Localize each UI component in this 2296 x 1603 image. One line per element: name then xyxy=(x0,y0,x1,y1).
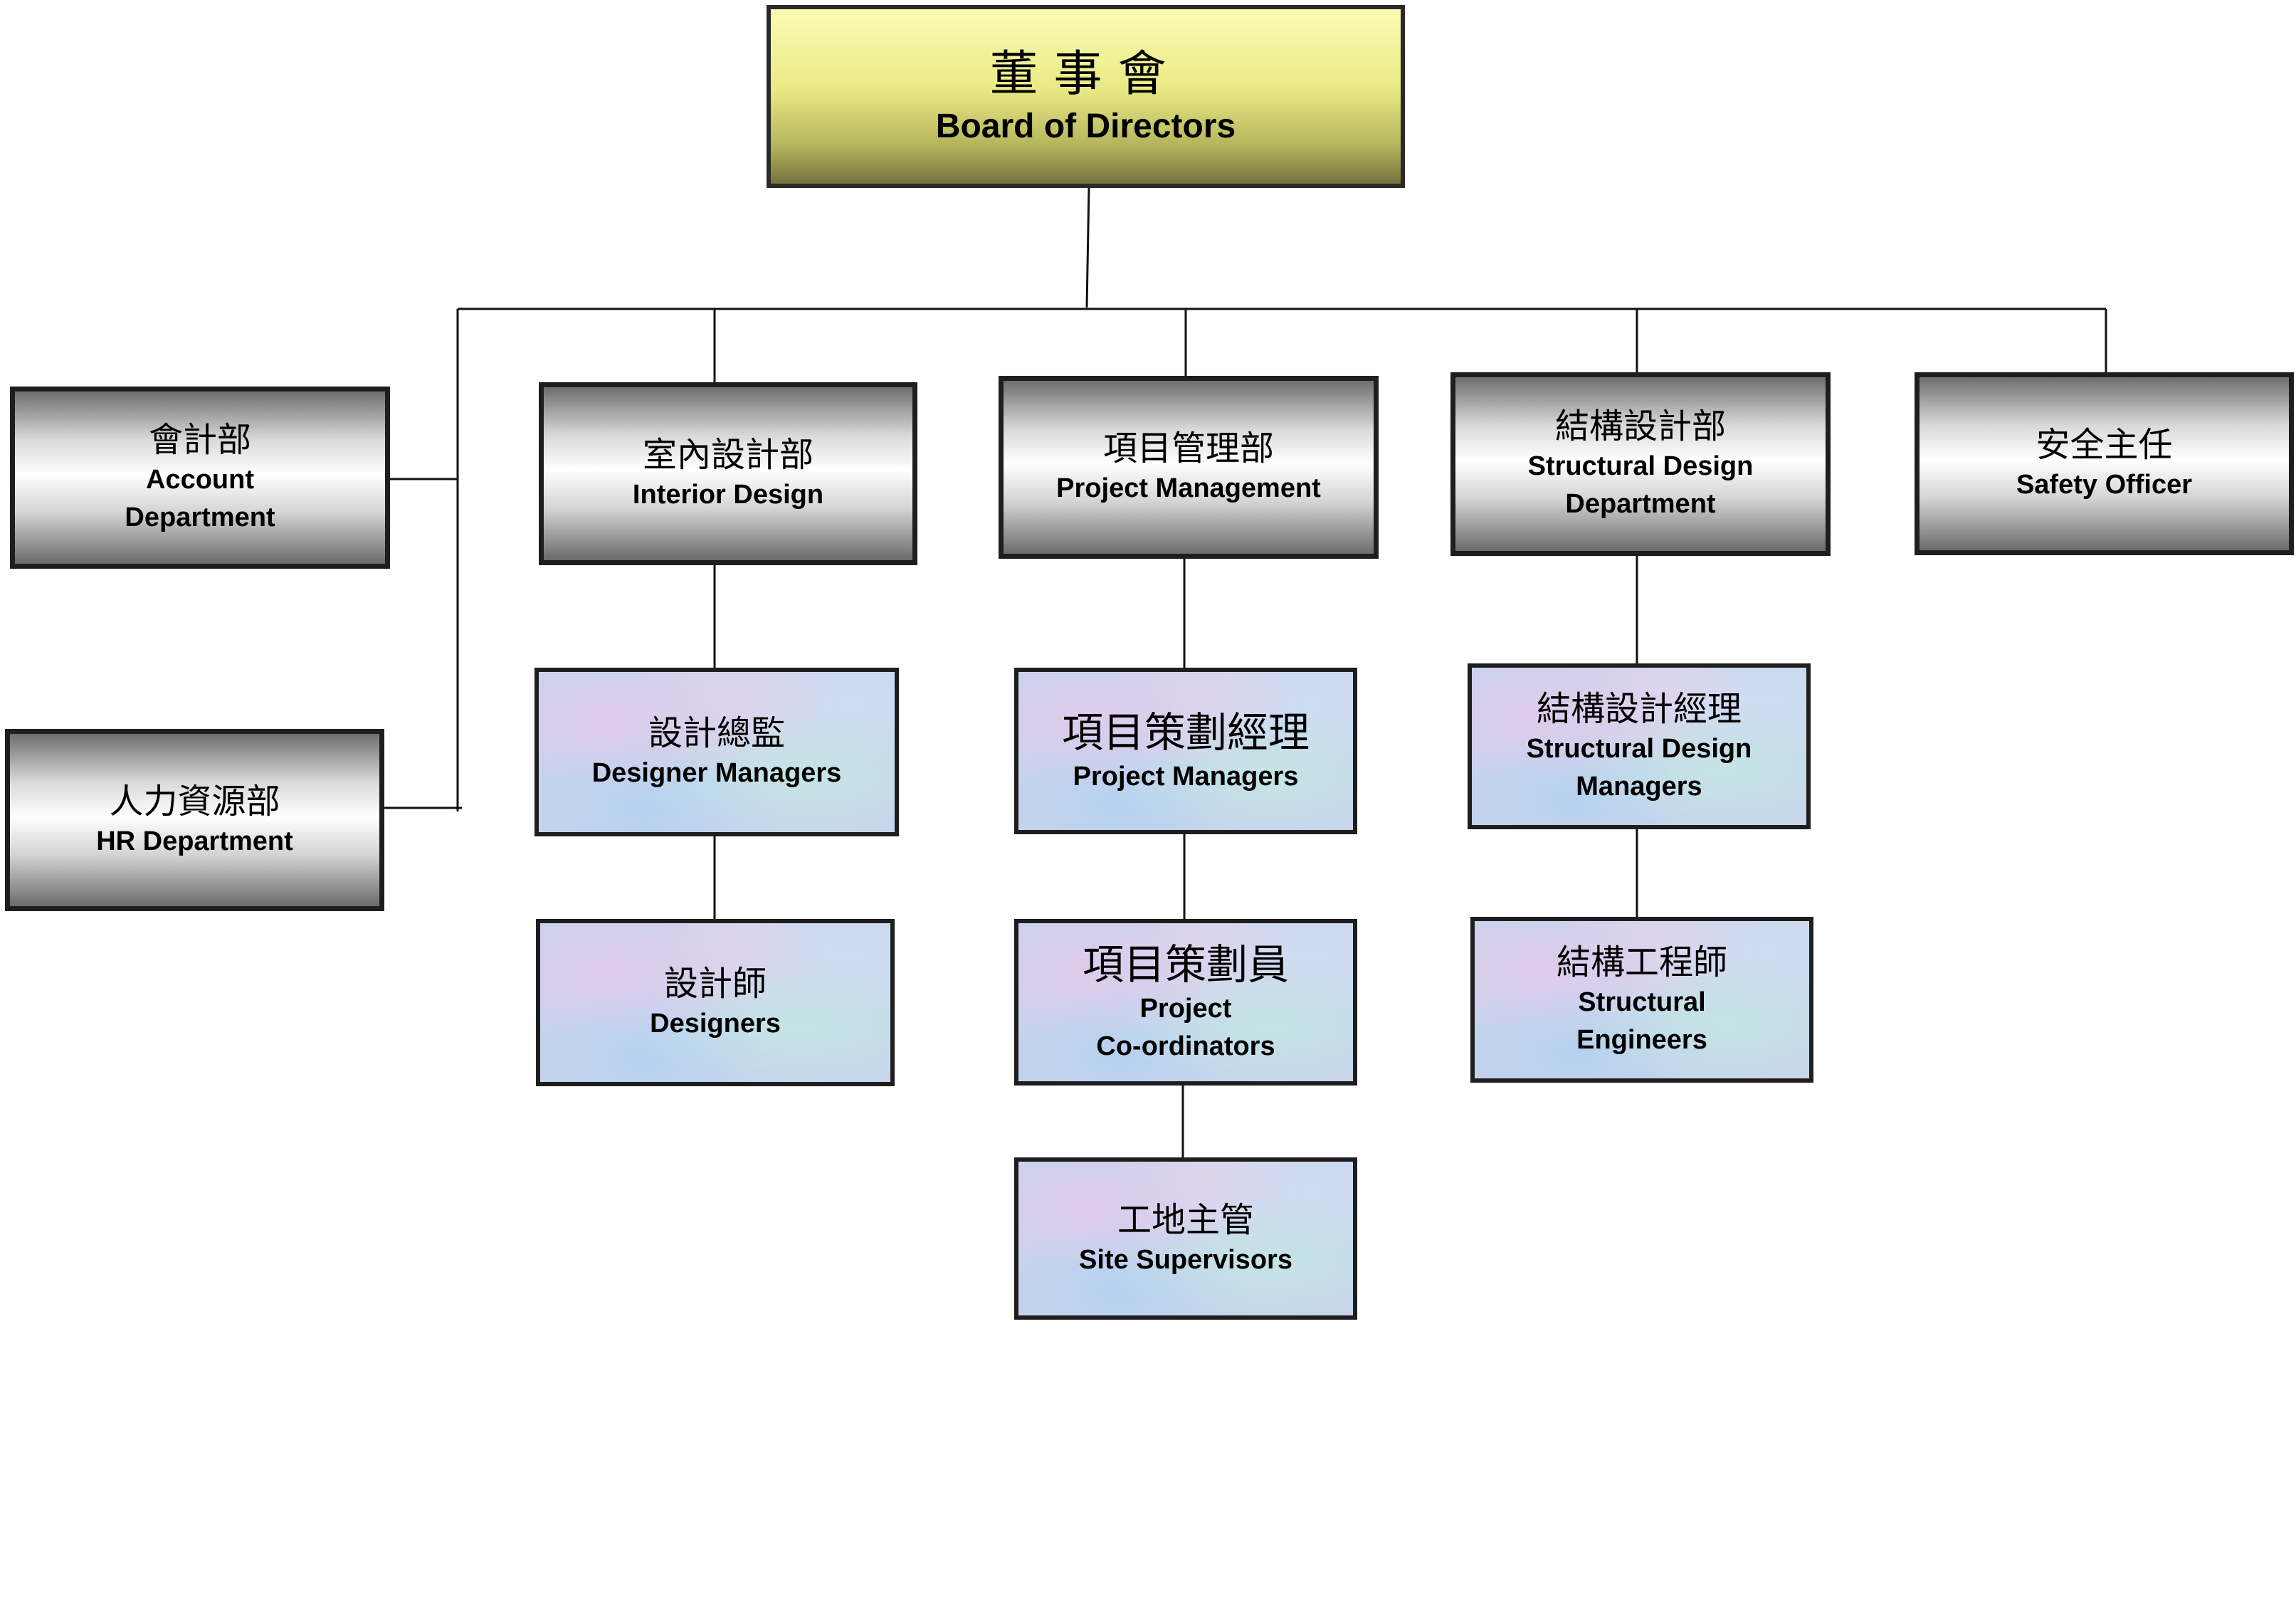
site-supervisors-en-label: Site Supervisors xyxy=(1079,1244,1292,1275)
hr-department-box: 人力資源部 HR Department xyxy=(5,729,384,911)
project-managers-en-label: Project Managers xyxy=(1073,761,1299,792)
structural-engineers-en-label: Structural Engineers xyxy=(1576,987,1707,1055)
structural-design-managers-box: 結構設計經理 Structural Design Managers xyxy=(1468,663,1811,829)
project-management-en-label: Project Management xyxy=(1056,473,1321,503)
project-managers-zh-label: 項目策劃經理 xyxy=(1061,708,1310,757)
structural-design-managers-zh-label: 結構設計經理 xyxy=(1536,688,1742,729)
structural-design-department-zh-label: 結構設計部 xyxy=(1554,406,1726,446)
designer-managers-en-label: Designer Managers xyxy=(591,758,842,788)
structural-design-department-en-label: Structural Design Department xyxy=(1527,451,1754,519)
interior-design-en-label: Interior Design xyxy=(632,480,824,510)
site-supervisors-box: 工地主管 Site Supervisors xyxy=(1014,1157,1357,1320)
project-managers-box: 項目策劃經理 Project Managers xyxy=(1014,668,1357,834)
project-coordinators-en-label: Project Co-ordinators xyxy=(1096,994,1275,1061)
project-management-zh-label: 項目管理部 xyxy=(1102,429,1274,468)
designers-en-label: Designers xyxy=(650,1009,781,1039)
account-department-zh-label: 會計部 xyxy=(148,420,251,460)
project-coordinators-box: 項目策劃員 Project Co-ordinators xyxy=(1014,919,1357,1086)
safety-officer-zh-label: 安全主任 xyxy=(2036,425,2173,465)
account-department-box: 會計部 Account Department xyxy=(10,387,390,569)
project-management-box: 項目管理部 Project Management xyxy=(999,376,1379,559)
designers-zh-label: 設計師 xyxy=(663,964,767,1004)
designer-managers-zh-label: 設計總監 xyxy=(648,713,785,753)
designers-box: 設計師 Designers xyxy=(536,919,895,1086)
hr-department-zh-label: 人力資源部 xyxy=(109,781,280,821)
structural-engineers-box: 結構工程師 Structural Engineers xyxy=(1470,917,1813,1083)
account-department-en-label: Account Department xyxy=(125,465,275,532)
structural-design-managers-en-label: Structural Design Managers xyxy=(1526,733,1752,802)
board-zh-label: 董事會 xyxy=(989,46,1182,103)
project-coordinators-zh-label: 項目策劃員 xyxy=(1082,940,1289,989)
interior-design-zh-label: 室內設計部 xyxy=(642,435,813,475)
hr-department-en-label: HR Department xyxy=(96,826,293,856)
site-supervisors-zh-label: 工地主管 xyxy=(1117,1199,1254,1240)
board-en-label: Board of Directors xyxy=(935,107,1236,145)
board-of-directors-box: 董事會 Board of Directors xyxy=(767,5,1405,188)
safety-officer-en-label: Safety Officer xyxy=(2016,470,2193,500)
designer-managers-box: 設計總監 Designer Managers xyxy=(534,668,899,836)
structural-engineers-zh-label: 結構工程師 xyxy=(1556,942,1727,982)
interior-design-box: 室內設計部 Interior Design xyxy=(539,382,917,565)
safety-officer-box: 安全主任 Safety Officer xyxy=(1915,372,2294,555)
structural-design-department-box: 結構設計部 Structural Design Department xyxy=(1450,372,1831,556)
